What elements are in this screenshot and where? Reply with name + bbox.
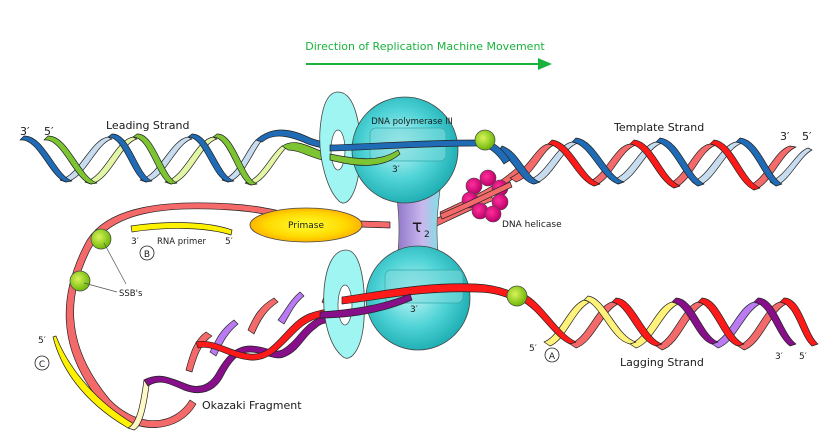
dna-polymerase-label: DNA polymerase III xyxy=(371,117,453,127)
leading-5prime-3-label: 3′ xyxy=(20,125,30,138)
ssb-top-right xyxy=(474,129,496,151)
primer-3prime-label: 3′ xyxy=(131,237,139,247)
lagging-3prime-label: 3′ xyxy=(775,352,783,362)
ssbs-label: SSB's xyxy=(119,289,143,299)
lagging-5prime-left-label: 5′ xyxy=(529,344,537,354)
template-3prime-label: 3′ xyxy=(780,130,790,143)
primer-5prime-label: 5′ xyxy=(225,237,233,247)
polymerase-top: DNA polymerase III 3′ xyxy=(319,91,496,204)
leading-strand-label: Leading Strand xyxy=(106,119,189,132)
marker-c-circle xyxy=(34,355,50,371)
okazaki-fragment-helix: Okazaki Fragment xyxy=(143,281,345,412)
template-5prime-label: 5′ xyxy=(802,130,812,143)
okazaki-fragment-label: Okazaki Fragment xyxy=(202,399,302,412)
direction-arrow: Direction of Replication Machine Movemen… xyxy=(305,40,552,70)
lagging-5prime-right-label: 5′ xyxy=(799,352,807,362)
template-strand-label: Template Strand xyxy=(613,121,704,134)
polymerase-top-3prime: 3′ xyxy=(392,165,400,175)
lagging-strand-label: Lagging Strand xyxy=(620,356,704,369)
polymerase-bottom: 3′ xyxy=(319,245,528,359)
ssb-lower xyxy=(69,270,91,292)
fragment-c-5prime-label: 5′ xyxy=(38,336,46,346)
marker-a: A xyxy=(549,352,556,362)
ssb-lagging-right xyxy=(506,285,528,307)
direction-title: Direction of Replication Machine Movemen… xyxy=(305,40,545,53)
marker-a-circle xyxy=(544,347,560,363)
ssb-upper xyxy=(90,228,112,250)
polymerase-bottom-3prime: 3′ xyxy=(410,305,418,315)
leading-strand-helix: 3′ 5′ Leading Strand xyxy=(19,119,421,186)
fragment-c: 5′ C xyxy=(34,335,151,431)
rna-primer-label: RNA primer xyxy=(157,237,207,247)
marker-b-circle xyxy=(139,245,155,261)
tau-symbol: τ xyxy=(412,217,422,237)
primase: Primase xyxy=(249,207,363,243)
marker-c: C xyxy=(39,360,45,370)
primase-label: Primase xyxy=(288,221,324,231)
ssb-proteins: SSB's xyxy=(69,228,143,299)
rna-primer-b: 3′ RNA primer 5′ B xyxy=(130,222,233,261)
lagging-strand-helix: 5′ A Lagging Strand 3′ 5′ xyxy=(519,293,819,369)
dna-helicase: DNA helicase xyxy=(439,169,562,230)
tau-subscript: 2 xyxy=(424,230,430,240)
dna-helicase-label: DNA helicase xyxy=(502,220,562,230)
marker-b: B xyxy=(144,250,150,260)
leading-5prime-5-label: 5′ xyxy=(44,125,54,138)
